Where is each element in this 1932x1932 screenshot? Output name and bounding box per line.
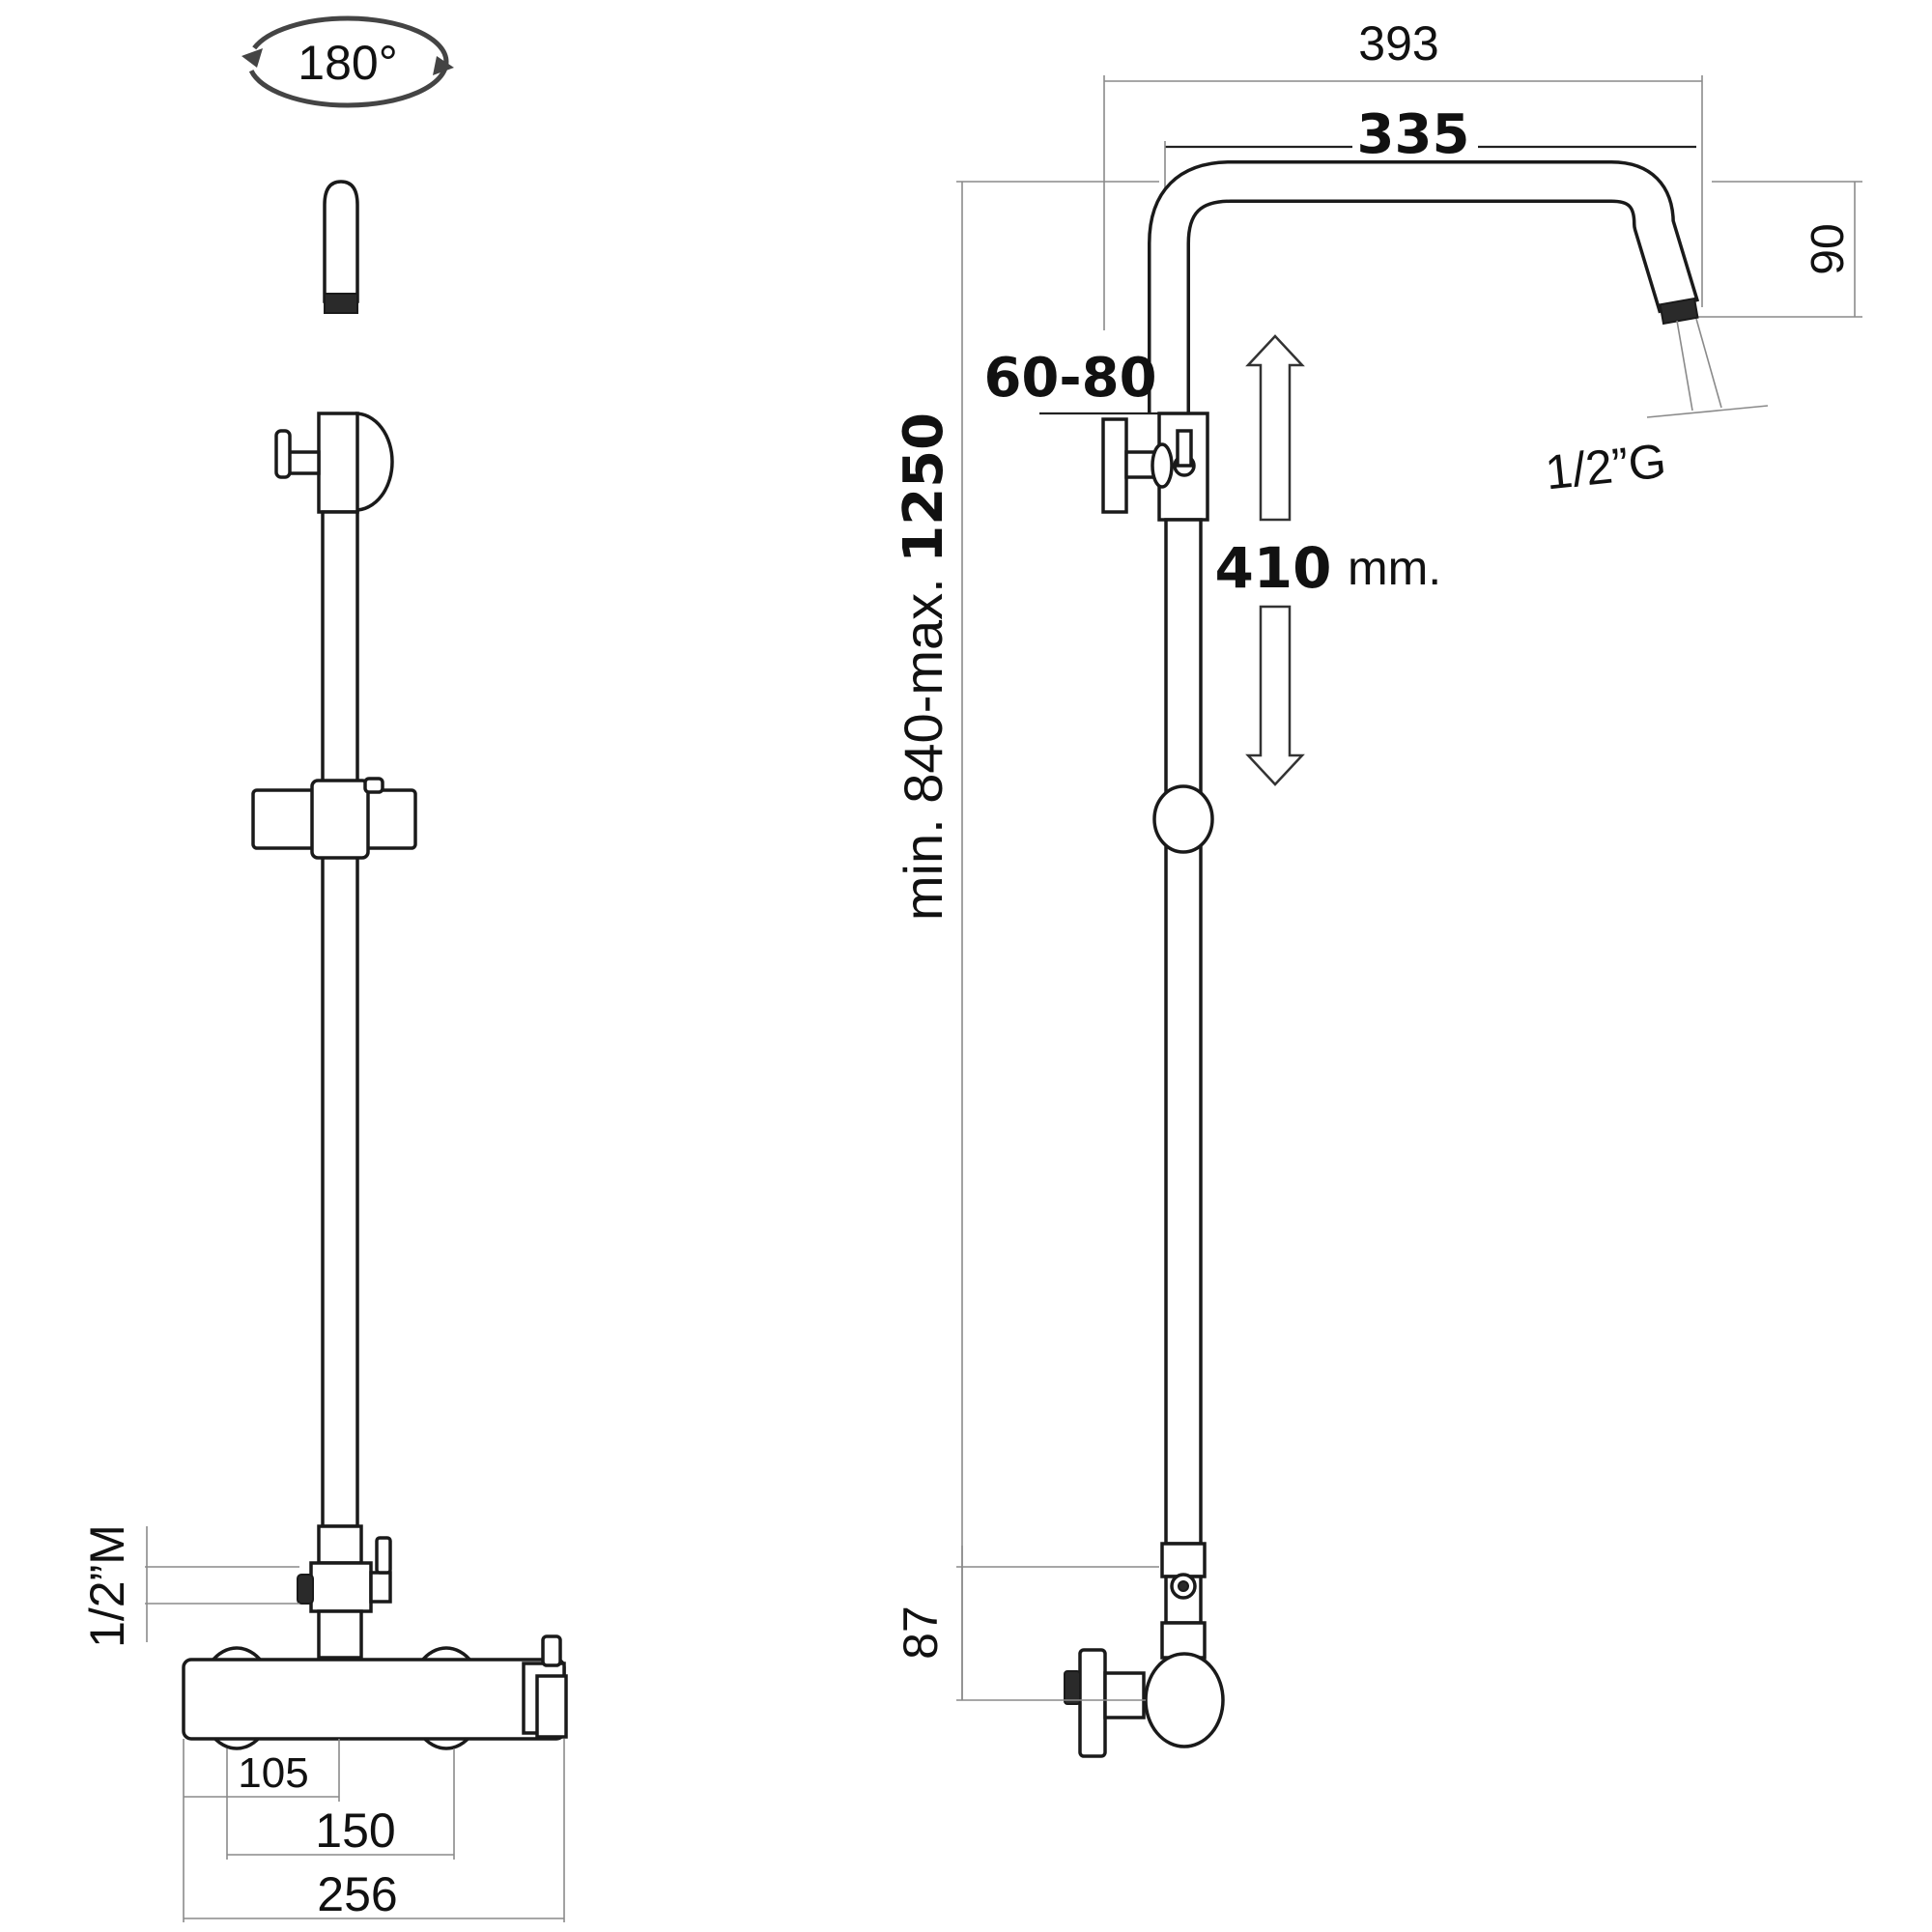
front-view: 180° [80,15,568,1922]
mixer-body [182,1634,568,1750]
height-range-prefix: min. 840-max. [893,563,953,921]
inlet-thread-label: 1/2”M [80,1524,134,1648]
rotation-label: 180° [298,36,397,90]
dim-393-label: 393 [1358,16,1438,71]
dim-60-80-label: 60-80 [983,347,1156,410]
dim-87: 87 [894,1546,1159,1701]
side-mixer-assembly [1064,1542,1225,1758]
side-slider [1152,784,1214,854]
outlet-thread-label: 1/2”G [1543,434,1668,500]
dim-105-label: 105 [238,1749,308,1797]
diverter-valve [297,1524,392,1660]
shower-arm [1148,160,1700,413]
dim-90-label: 90 [1803,223,1854,274]
inlet-thread-dimension: 1/2”M [80,1524,299,1648]
slide-travel-value: 410 [1214,535,1331,601]
dim-87-label: 87 [894,1605,948,1660]
rotation-arc-icon [246,15,449,108]
dim-256-label: 256 [317,1867,397,1921]
rotation-arrowhead-icon [433,56,454,75]
outlet-thread-dimension: 1/2”G [1543,318,1769,500]
rotation-arrowhead-icon [242,48,263,68]
dim-335-label: 335 [1357,103,1470,166]
height-range-label: min. 840-max. 1250 [893,412,955,921]
side-view: 393 335 90 1/2”G 60-80 [893,16,1862,1758]
side-wall-bracket: 60-80 [983,347,1209,522]
hand-shower [323,180,359,314]
arrow-down-icon [1245,605,1305,786]
height-range-max: 1250 [893,412,955,563]
height-dimension: min. 840-max. 1250 [893,181,1159,1700]
riser-rail [321,510,359,1528]
dim-150-label: 150 [315,1804,395,1858]
slide-travel-unit: mm. [1348,541,1441,595]
rotation-indicator: 180° [242,15,454,108]
arrow-up-icon [1245,334,1305,522]
side-riser-rail [1164,518,1203,1546]
slide-travel-indicator: 410 mm. [1214,334,1441,786]
front-bottom-dimensions: 105 150 256 [183,1739,565,1922]
shower-slider [251,777,417,860]
top-wall-bracket [274,412,394,514]
